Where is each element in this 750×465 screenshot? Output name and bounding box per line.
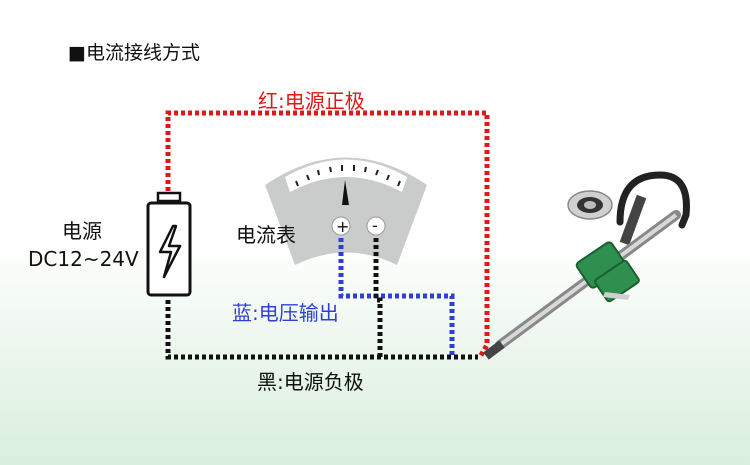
black-wire-label: 黑:电源负极	[257, 370, 364, 394]
red-wire-label: 红:电源正极	[258, 89, 365, 113]
black-wire	[165, 238, 478, 360]
power-supply-voltage-label: DC12~24V	[28, 247, 139, 271]
meter-plus-terminal	[331, 216, 351, 236]
power-supply-battery	[146, 191, 192, 297]
lightning-icon	[158, 224, 182, 279]
meter-plus-sign: +	[336, 217, 349, 236]
meter-label: 电流表	[236, 223, 296, 247]
red-wire	[165, 110, 490, 359]
blue-wire	[338, 238, 455, 357]
sensor-probe	[483, 171, 690, 360]
blue-wire-label: 蓝:电压输出	[232, 301, 339, 325]
meter-minus-terminal	[366, 216, 386, 236]
page-title: ■电流接线方式	[68, 42, 200, 64]
meter-minus-sign: -	[372, 216, 378, 235]
power-supply-label: 电源	[62, 219, 102, 243]
meter-gauge: + -	[265, 157, 427, 265]
